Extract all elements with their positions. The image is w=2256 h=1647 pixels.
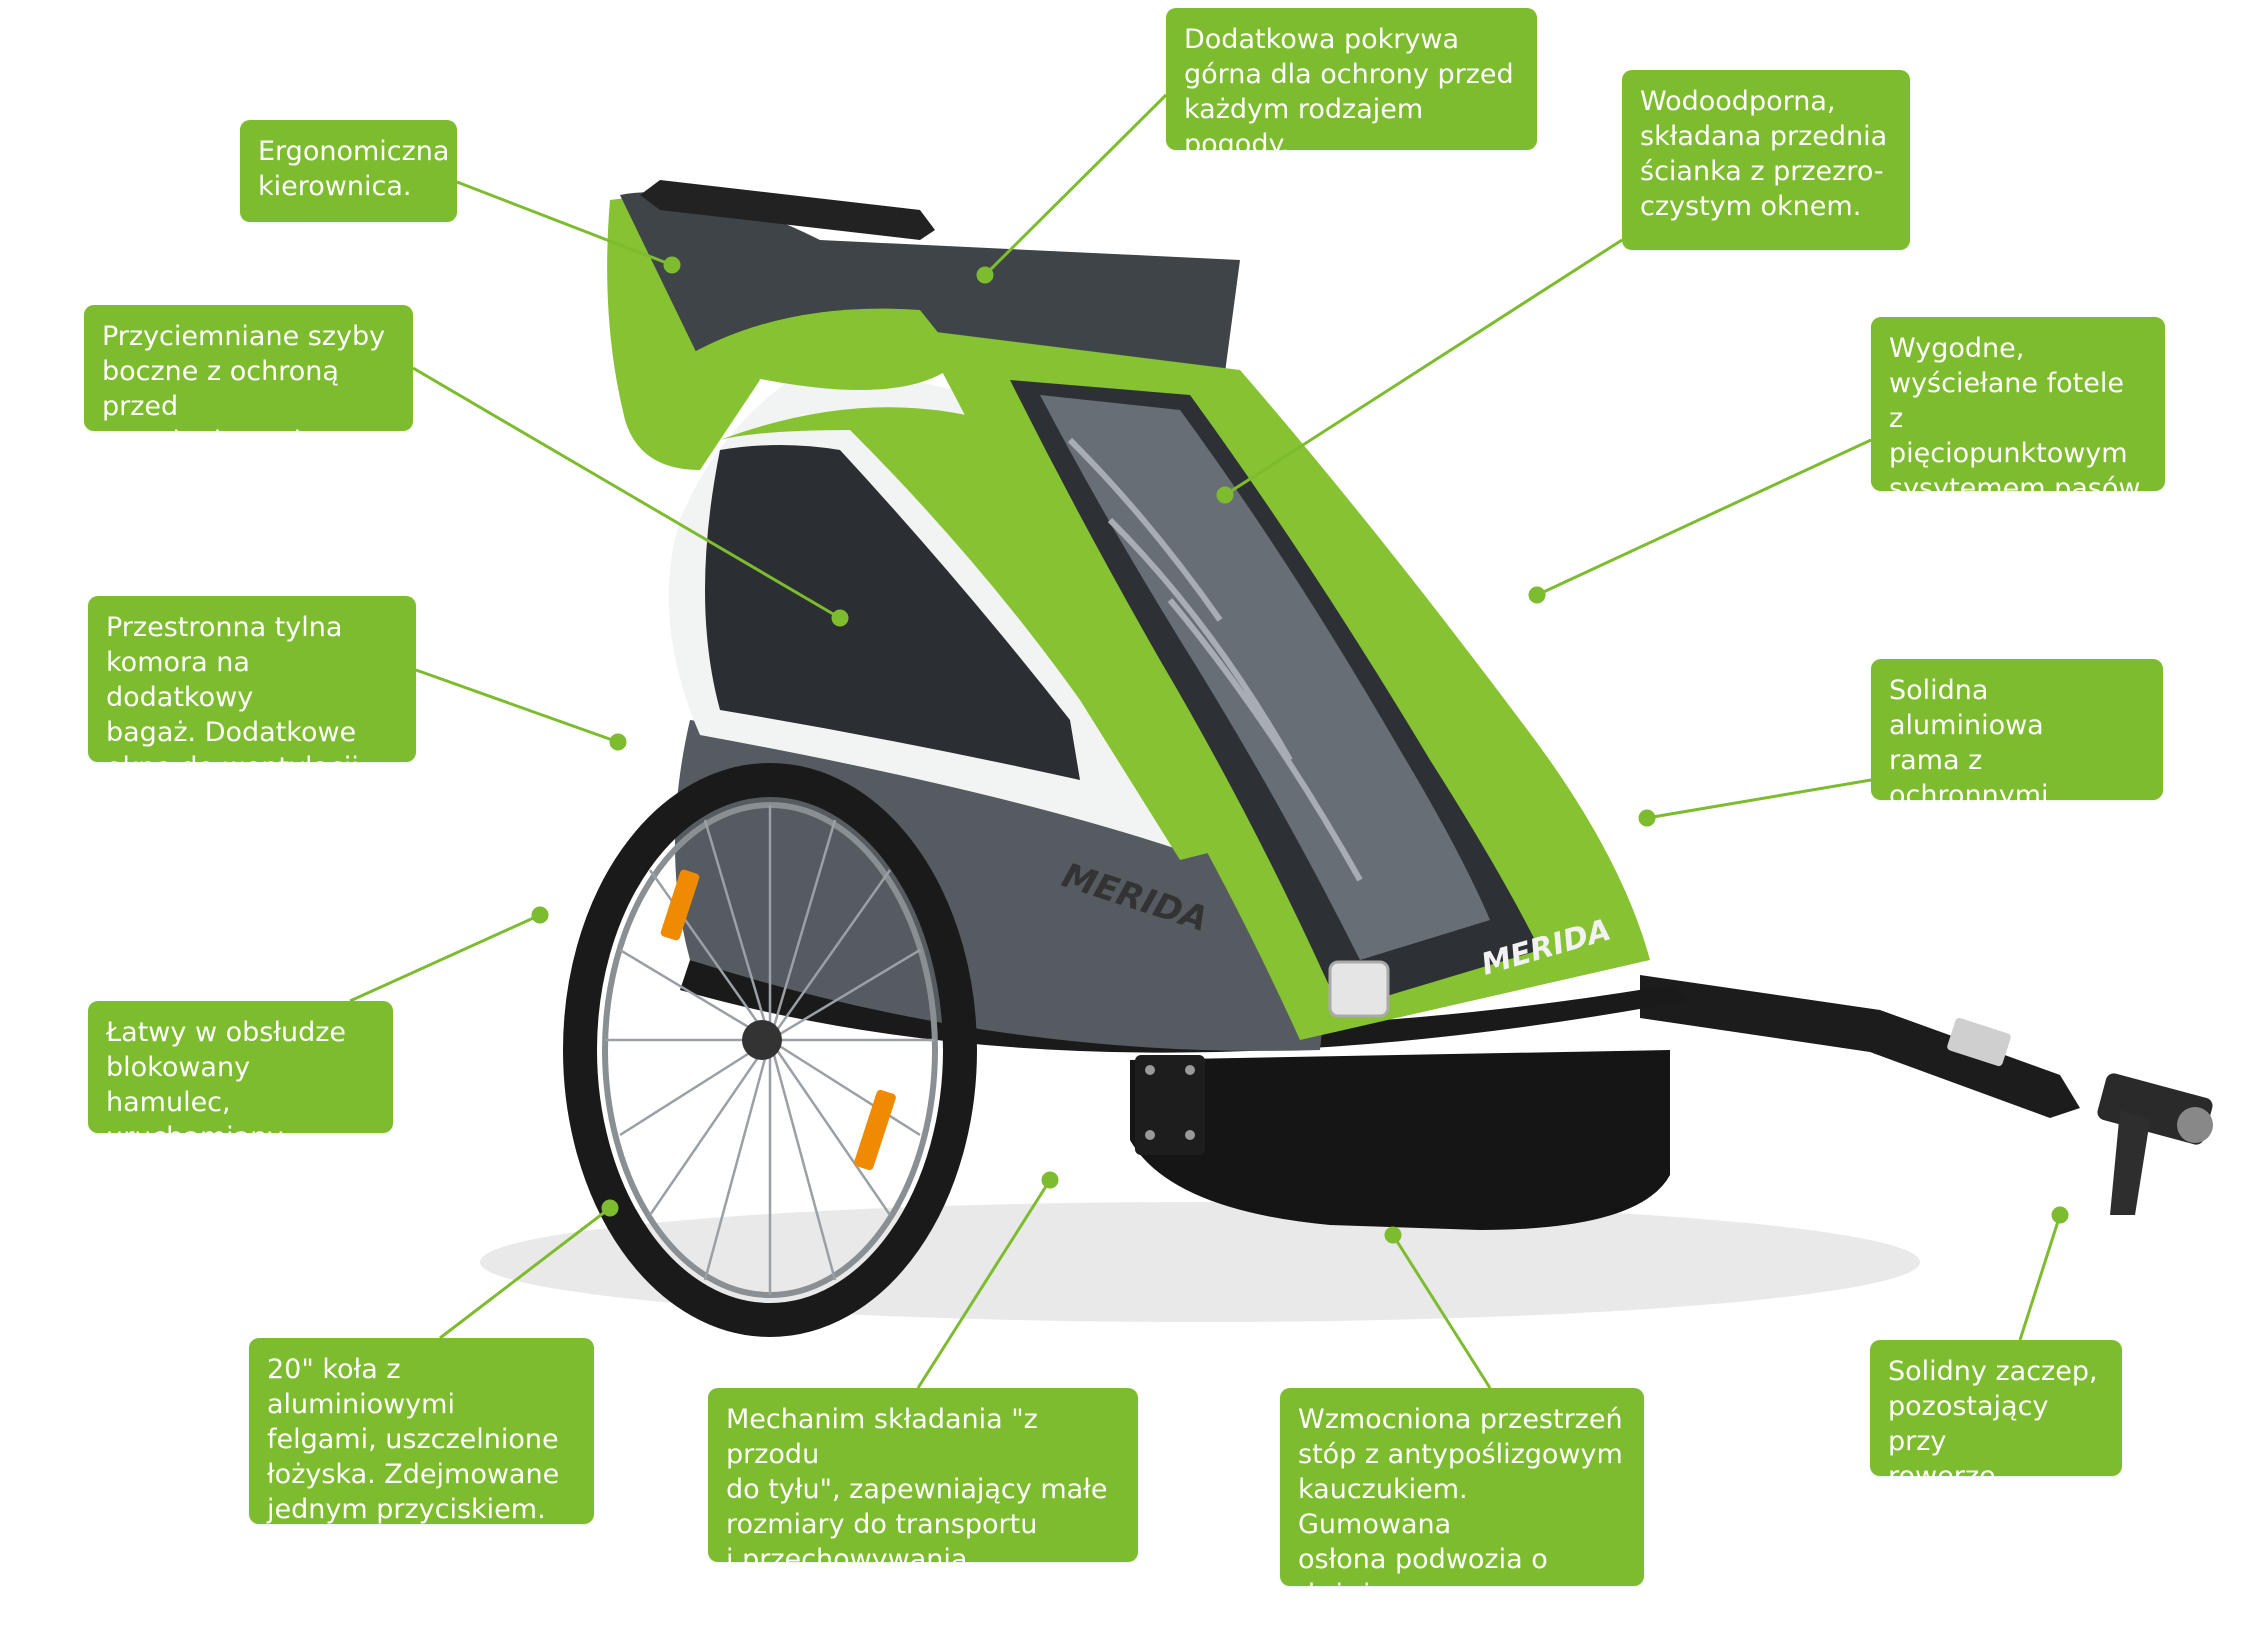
callout-seats: Wygodne, wyściełane fotele z pięciopunkt… (1871, 317, 2165, 504)
front-reflector (1328, 960, 1390, 1018)
bike-trailer-illustration: MERIDA MERIDA (349, 93, 2213, 1389)
callout-brake: Łatwy w obsłudze blokowany hamulec, uruc… (88, 1001, 393, 1188)
callout-hitch: Solidny zaczep, pozostający przy rowerze… (1870, 1340, 2122, 1492)
window-reflection (1067, 437, 1363, 882)
leader-lines (349, 93, 2069, 1389)
callout-rear-compartment: Przestronna tylna komora na dodatkowy ba… (88, 596, 416, 783)
undercarriage-guard (1130, 1050, 1670, 1230)
rear-hood (607, 190, 760, 470)
callout-frame: Solidna aluminiowa rama z ochronnymi szy… (1871, 659, 2163, 846)
callout-foot-space: Wzmocniona przestrzeń stóp z antypoślizg… (1280, 1388, 1644, 1645)
side-window (705, 445, 1080, 780)
callout-front-window: Wodoodporna, składana przednia ścianka z… (1622, 70, 1910, 250)
callout-top-cover: Dodatkowa pokrywa górna dla ochrony prze… (1166, 8, 1537, 160)
tow-bar (1640, 975, 2213, 1215)
clear-window (1040, 395, 1490, 960)
handle-bar (640, 180, 935, 240)
green-side-panel (720, 407, 1260, 860)
callout-folding: Mechanim składania "z przodu do tyłu", z… (708, 1388, 1138, 1610)
folding-hinge (1135, 1055, 1205, 1155)
callout-side-windows: Przyciemniane szyby boczne z ochroną prz… (84, 305, 413, 492)
callout-handlebar: Ergonomiczna kierownica. (240, 120, 457, 222)
rear-wheel (563, 763, 977, 1337)
callout-wheels: 20" koła z aluminiowymi felgami, uszczel… (249, 1338, 594, 1525)
green-trim-top (680, 308, 960, 390)
